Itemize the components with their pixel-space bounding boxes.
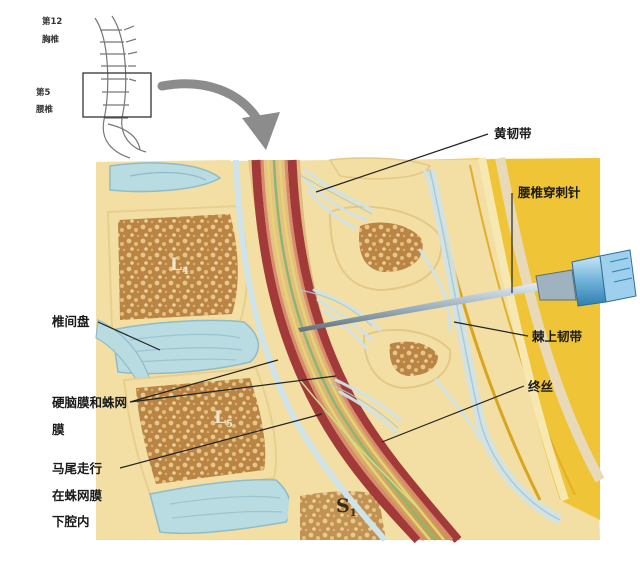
label-ligamentum-flavum: 黄韧带 xyxy=(494,126,532,141)
zoom-arrow-icon xyxy=(157,79,280,150)
leader-dura-1 xyxy=(129,359,279,403)
label-lumbar-needle: 腰椎穿刺针 xyxy=(517,185,581,200)
inset-t12-label-1: 第12 xyxy=(42,16,62,27)
vertebra-s1-label: S1 xyxy=(336,495,357,519)
inset-t12-label-2: 胸椎 xyxy=(42,34,60,45)
leader-supraspinous xyxy=(453,321,529,337)
label-dura-line-1: 硬脑膜和蛛网 xyxy=(52,395,127,410)
inset-l5-label-1: 第5 xyxy=(36,87,51,98)
lumbar-puncture-needle xyxy=(298,249,637,332)
leader-cauda xyxy=(119,413,323,469)
inset-l5-label-2: 腰椎 xyxy=(35,104,54,115)
leader-lines xyxy=(97,133,529,469)
vertebra-l4-label: L4 xyxy=(170,255,189,277)
label-dura-line-2: 膜 xyxy=(52,422,65,437)
vertebra-l5-label: L5 xyxy=(214,408,233,430)
inset-spine-sketch xyxy=(94,15,147,159)
label-intervertebral-disc: 椎间盘 xyxy=(51,314,90,329)
label-cauda-line-3: 下腔内 xyxy=(52,514,90,529)
inset-zoom-box xyxy=(82,72,152,118)
leader-dura-2 xyxy=(129,375,337,403)
label-filum-terminale: 终丝 xyxy=(528,379,554,394)
leader-disc xyxy=(97,321,161,351)
leader-filum xyxy=(381,385,525,443)
leader-ligamentum-flavum xyxy=(315,133,489,193)
label-cauda-line-1: 马尾走行 xyxy=(52,461,103,476)
label-cauda-line-2: 在蛛网膜 xyxy=(52,488,103,503)
label-supraspinous-ligament: 棘上韧带 xyxy=(532,329,583,344)
main-illustration xyxy=(95,157,605,544)
